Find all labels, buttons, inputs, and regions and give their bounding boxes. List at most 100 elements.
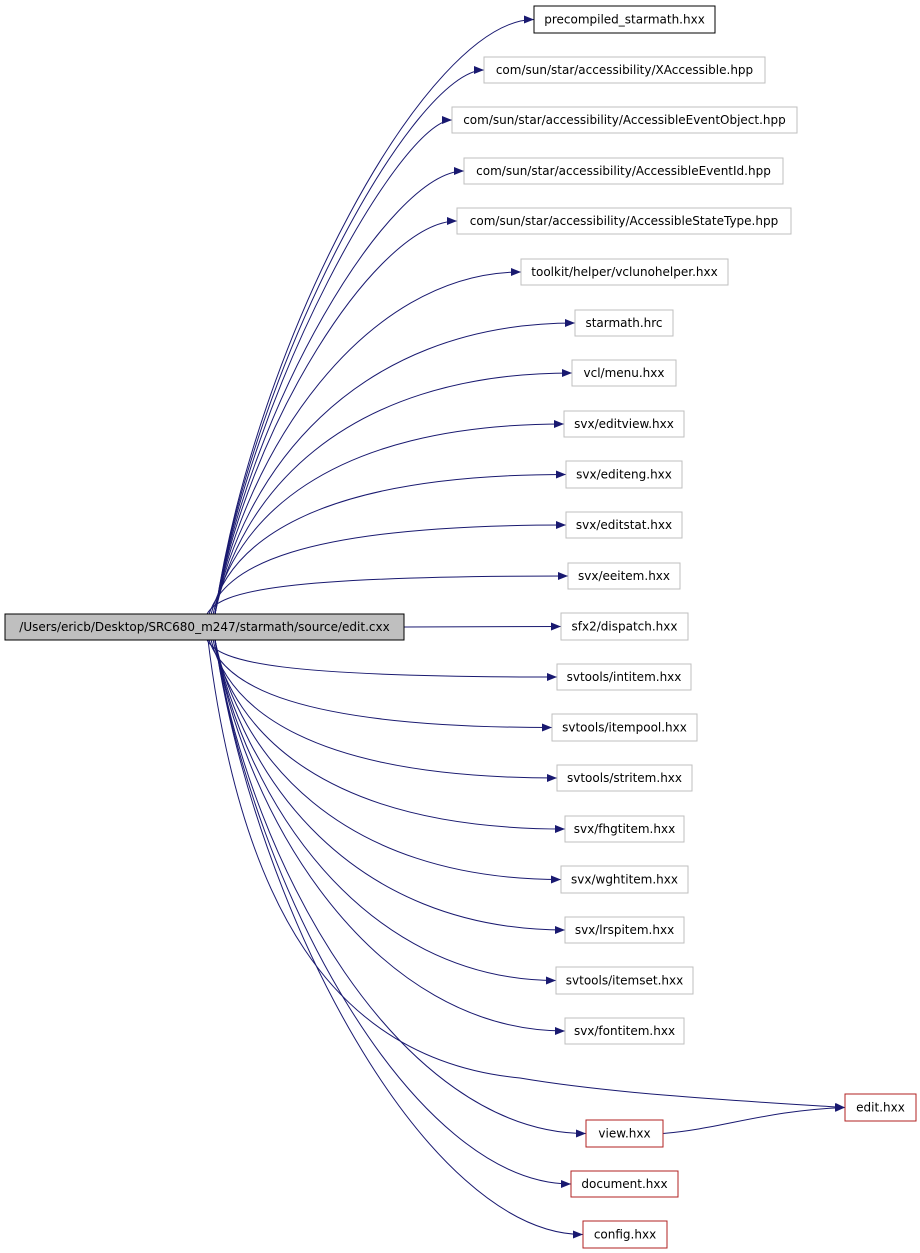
node-label: svtools/itemset.hxx [566, 974, 683, 988]
node-n2[interactable]: com/sun/star/accessibility/AccessibleEve… [451, 106, 798, 134]
node-n14[interactable]: svtools/itempool.hxx [551, 713, 698, 742]
node-n12[interactable]: sfx2/dispatch.hxx [560, 612, 689, 641]
node-box [585, 1119, 664, 1148]
edge-root-to-n0 [214, 15, 535, 615]
node-label: edit.hxx [856, 1101, 905, 1115]
node-label: vcl/menu.hxx [584, 366, 665, 380]
node-box [463, 157, 784, 185]
edge-root-to-n6 [214, 319, 576, 615]
node-n20[interactable]: svx/fontitem.hxx [564, 1017, 685, 1045]
node-n10[interactable]: svx/editstat.hxx [565, 511, 683, 539]
edge-root-to-n24 [214, 639, 584, 1239]
edge-root-to-n21 [207, 639, 846, 1111]
node-label: svx/fhgtitem.hxx [574, 822, 675, 836]
node-label: com/sun/star/accessibility/AccessibleEve… [463, 113, 786, 127]
node-label: toolkit/helper/vclunohelper.hxx [531, 265, 717, 279]
node-label: svtools/intitem.hxx [567, 670, 682, 684]
node-box [567, 562, 681, 590]
node-n16[interactable]: svx/fhgtitem.hxx [564, 815, 685, 843]
edge-n22-to-n21 [662, 1103, 846, 1134]
node-label: svtools/itempool.hxx [562, 721, 687, 735]
node-label: svx/editeng.hxx [576, 468, 672, 482]
node-label: com/sun/star/accessibility/XAccessible.h… [496, 63, 753, 77]
node-box [563, 410, 685, 438]
edge-root-to-n12 [403, 622, 562, 631]
edge-root-to-n14 [208, 639, 553, 732]
node-label: starmath.hrc [585, 316, 662, 330]
edge-root-to-n22 [214, 639, 587, 1138]
node-box [555, 966, 694, 995]
node-box [556, 663, 692, 691]
nodes-layer: /Users/ericb/Desktop/SRC680_m247/starmat… [4, 5, 917, 1249]
node-n22[interactable]: view.hxx [585, 1119, 664, 1148]
node-n17[interactable]: svx/wghtitem.hxx [560, 865, 689, 894]
node-label: svx/editview.hxx [574, 417, 674, 431]
node-box [564, 916, 685, 944]
node-n8[interactable]: svx/editview.hxx [563, 410, 685, 438]
node-n18[interactable]: svx/lrspitem.hxx [564, 916, 685, 944]
edge-root-to-n7 [214, 369, 573, 615]
node-box [560, 612, 689, 641]
node-box [844, 1093, 917, 1122]
node-box [565, 511, 683, 539]
node-n21[interactable]: edit.hxx [844, 1093, 917, 1122]
edge-root-to-n19 [214, 639, 557, 985]
edge-root-to-n15 [210, 639, 558, 782]
node-label: /Users/ericb/Desktop/SRC680_m247/starmat… [19, 620, 389, 634]
edge-root-to-n10 [208, 521, 567, 615]
node-box [571, 359, 677, 387]
node-n6[interactable]: starmath.hrc [574, 309, 674, 337]
node-n0[interactable]: precompiled_starmath.hxx [533, 5, 716, 34]
node-n15[interactable]: svtools/stritem.hxx [556, 764, 693, 792]
node-box [556, 764, 693, 792]
edge-root-to-n4 [214, 217, 458, 615]
edge-root-to-n3 [214, 167, 465, 615]
edge-root-to-n17 [214, 639, 562, 884]
node-box [483, 56, 766, 84]
node-label: svx/eeitem.hxx [578, 569, 670, 583]
node-box [570, 1170, 679, 1198]
node-label: sfx2/dispatch.hxx [572, 620, 678, 634]
node-label: config.hxx [594, 1228, 656, 1242]
node-label: svx/fontitem.hxx [574, 1024, 675, 1038]
node-n13[interactable]: svtools/intitem.hxx [556, 663, 692, 691]
node-label: svx/editstat.hxx [576, 518, 672, 532]
node-label: view.hxx [598, 1127, 650, 1141]
node-n5[interactable]: toolkit/helper/vclunohelper.hxx [520, 258, 729, 286]
node-n23[interactable]: document.hxx [570, 1170, 679, 1198]
edge-root-to-n1 [214, 66, 485, 615]
node-box [533, 5, 716, 34]
node-box [574, 309, 674, 337]
node-n24[interactable]: config.hxx [582, 1220, 668, 1249]
edge-root-to-n9 [210, 470, 567, 615]
edge-root-to-n5 [214, 268, 522, 615]
node-n11[interactable]: svx/eeitem.hxx [567, 562, 681, 590]
node-label: document.hxx [581, 1177, 667, 1191]
node-box [456, 207, 792, 235]
edge-root-to-n11 [206, 572, 569, 615]
edge-root-to-n8 [212, 420, 565, 615]
node-n4[interactable]: com/sun/star/accessibility/AccessibleSta… [456, 207, 792, 235]
edge-root-to-n20 [214, 639, 566, 1035]
node-n3[interactable]: com/sun/star/accessibility/AccessibleEve… [463, 157, 784, 185]
node-box [564, 815, 685, 843]
edge-root-to-n23 [214, 639, 572, 1188]
node-label: svtools/stritem.hxx [567, 771, 682, 785]
node-box [565, 460, 683, 489]
node-label: com/sun/star/accessibility/AccessibleEve… [476, 164, 771, 178]
node-label: svx/lrspitem.hxx [575, 923, 674, 937]
node-box [551, 713, 698, 742]
node-n1[interactable]: com/sun/star/accessibility/XAccessible.h… [483, 56, 766, 84]
node-box [451, 106, 798, 134]
node-n7[interactable]: vcl/menu.hxx [571, 359, 677, 387]
edge-root-to-n18 [214, 639, 566, 934]
node-n9[interactable]: svx/editeng.hxx [565, 460, 683, 489]
edge-root-to-n13 [206, 639, 558, 681]
edge-root-to-n2 [214, 116, 453, 615]
node-box [582, 1220, 668, 1249]
node-n19[interactable]: svtools/itemset.hxx [555, 966, 694, 995]
root-file-node[interactable]: /Users/ericb/Desktop/SRC680_m247/starmat… [4, 613, 405, 641]
node-label: precompiled_starmath.hxx [544, 13, 705, 27]
node-box [4, 613, 405, 641]
